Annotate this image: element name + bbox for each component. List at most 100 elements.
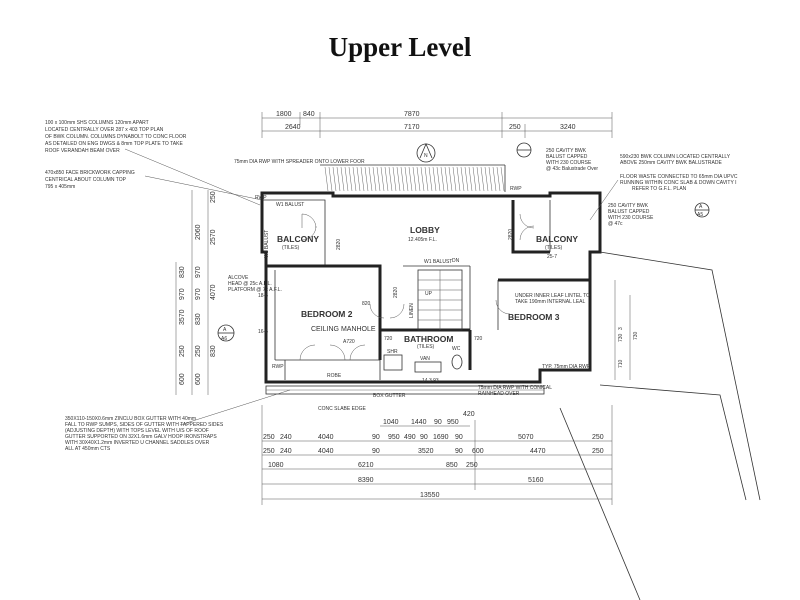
- svg-text:250: 250: [210, 191, 217, 203]
- svg-text:3520: 3520: [418, 448, 434, 455]
- note-alcove: ALCOVE HEAD @ 25c A.F.L. PLATFORM @ 7c A…: [228, 275, 282, 293]
- hatch-line: [392, 166, 397, 192]
- svg-text:2820: 2820: [393, 287, 399, 298]
- stair: DN UP: [417, 258, 463, 331]
- svg-text:830: 830: [179, 266, 186, 278]
- svg-text:250: 250: [263, 434, 275, 441]
- svg-text:5070: 5070: [518, 434, 534, 441]
- svg-text:A5: A5: [697, 212, 703, 218]
- hatch-line: [460, 166, 465, 192]
- svg-text:470x850 FACE BRICKWORK CAPPING: 470x850 FACE BRICKWORK CAPPING: [45, 170, 135, 176]
- svg-text:970: 970: [179, 288, 186, 300]
- ceiling-manhole: CEILING MANHOLE: [311, 326, 376, 333]
- note-face-brickwork: 470x850 FACE BRICKWORK CAPPING CENTRICAL…: [45, 170, 263, 201]
- hatch-line: [444, 166, 449, 192]
- svg-text:250: 250: [179, 345, 186, 357]
- svg-text:13550: 13550: [420, 492, 440, 499]
- svg-text:16-6: 16-6: [258, 329, 268, 335]
- note-cavity-right-2: 250 CAVITY BWK BALUST CAPPED WITH 230 CO…: [608, 203, 654, 227]
- dim-top-1800: 1800: [276, 111, 292, 118]
- svg-text:3570: 3570: [179, 309, 186, 325]
- svg-text:25-7: 25-7: [547, 254, 557, 260]
- svg-text:RUNNING WITHIN CONC SLAB & DOW: RUNNING WITHIN CONC SLAB & DOWN CAVITY I: [620, 180, 737, 186]
- svg-text:18-6: 18-6: [258, 293, 268, 299]
- svg-text:PLATFORM @ 7c A.F.L.: PLATFORM @ 7c A.F.L.: [228, 287, 282, 293]
- svg-text:90: 90: [455, 434, 463, 441]
- hatch-line: [360, 166, 365, 192]
- hatch-line: [332, 166, 337, 192]
- svg-text:420: 420: [463, 411, 475, 418]
- hatch-line: [428, 166, 433, 192]
- svg-text:75mm DIA RWP WITH CONICAL: 75mm DIA RWP WITH CONICAL: [478, 385, 552, 391]
- stair-dn: DN: [452, 258, 460, 264]
- svg-text:850: 850: [446, 462, 458, 469]
- svg-text:BALUST CAPPED: BALUST CAPPED: [608, 209, 650, 215]
- hatch-line: [328, 166, 333, 192]
- svg-text:250: 250: [195, 345, 202, 357]
- hatch-line: [408, 166, 413, 192]
- svg-text:240: 240: [280, 434, 292, 441]
- svg-text:HEAD @ 25c A.F.L.: HEAD @ 25c A.F.L.: [228, 281, 272, 287]
- svg-text:A: A: [699, 204, 703, 210]
- room-lobby: LOBBY: [410, 225, 440, 235]
- right-dimensions: 730 730 710 3: [614, 280, 639, 380]
- svg-text:@ 47c: @ 47c: [608, 221, 623, 227]
- room-bedroom-3: BEDROOM 3: [508, 312, 560, 322]
- svg-text:1040: 1040: [383, 419, 399, 426]
- hatch-line: [336, 166, 341, 192]
- svg-text:720: 720: [384, 336, 393, 342]
- svg-text:90: 90: [372, 434, 380, 441]
- north-marker: N: [416, 142, 436, 163]
- hatch-line: [424, 166, 429, 192]
- hatch-line: [420, 166, 425, 192]
- svg-text:250: 250: [263, 448, 275, 455]
- svg-text:2060: 2060: [195, 224, 202, 240]
- svg-text:BALUST CAPPED: BALUST CAPPED: [546, 154, 588, 160]
- svg-text:250: 250: [466, 462, 478, 469]
- dim-top-7870: 7870: [404, 111, 420, 118]
- note-typ-rwp: TYP. 75mm DIA RWP: [542, 364, 591, 370]
- hatch-line: [432, 166, 437, 192]
- hatch-line: [412, 166, 417, 192]
- verandah-hatch: [324, 166, 505, 192]
- note-rwp-75: 75mm DIA RWP WITH SPREADER ONTO LOWER FO…: [234, 159, 365, 165]
- note-cavity-right: 250 CAVITY BWK BALUST CAPPED WITH 230 CO…: [546, 148, 598, 172]
- svg-text:6210: 6210: [358, 462, 374, 469]
- hatch-line: [436, 166, 441, 192]
- svg-text:3: 3: [618, 327, 624, 330]
- hatch-line: [484, 166, 489, 192]
- hatch-line: [364, 166, 369, 192]
- svg-text:4070: 4070: [210, 284, 217, 300]
- svg-text:BOX GUTTER: BOX GUTTER: [373, 393, 406, 399]
- svg-text:A720: A720: [343, 339, 355, 345]
- svg-text:100 x 100mm SHS COLUMNS 120mm: 100 x 100mm SHS COLUMNS 120mm APART: [45, 120, 149, 126]
- balcony-right-tiles: (TILES): [545, 245, 563, 251]
- svg-text:90: 90: [372, 448, 380, 455]
- svg-text:8390: 8390: [358, 477, 374, 484]
- note-conical: 75mm DIA RWP WITH CONICAL RAINHEAD OVER: [478, 385, 552, 397]
- hatch-line: [376, 166, 381, 192]
- svg-text:970: 970: [195, 266, 202, 278]
- svg-text:250 CAVITY BWK: 250 CAVITY BWK: [608, 203, 649, 209]
- note-under-leaf: UNDER INNER LEAF LINTEL TO TAKE 190mm IN…: [515, 293, 590, 305]
- svg-text:820: 820: [362, 301, 371, 307]
- hatch-line: [356, 166, 361, 192]
- svg-text:UNDER INNER LEAF LINTEL TO: UNDER INNER LEAF LINTEL TO: [515, 293, 590, 299]
- hatch-line: [396, 166, 401, 192]
- box-gutter: BOX GUTTER: [265, 385, 545, 399]
- hatch-line: [472, 166, 477, 192]
- hatch-line: [496, 166, 501, 192]
- svg-text:5160: 5160: [528, 477, 544, 484]
- site-boundary-right: [559, 251, 761, 600]
- svg-text:WITH 230 COURSE: WITH 230 COURSE: [608, 215, 654, 221]
- svg-text:A6: A6: [221, 336, 227, 342]
- stair-up: UP: [425, 291, 433, 297]
- rwp-topleft: RWP: [255, 195, 267, 201]
- hatch-line: [440, 166, 445, 192]
- hatch-line: [348, 166, 353, 192]
- svg-text:90: 90: [434, 419, 442, 426]
- svg-text:830: 830: [195, 313, 202, 325]
- section-marker-top-right: [516, 142, 532, 158]
- hatch-line: [500, 166, 505, 192]
